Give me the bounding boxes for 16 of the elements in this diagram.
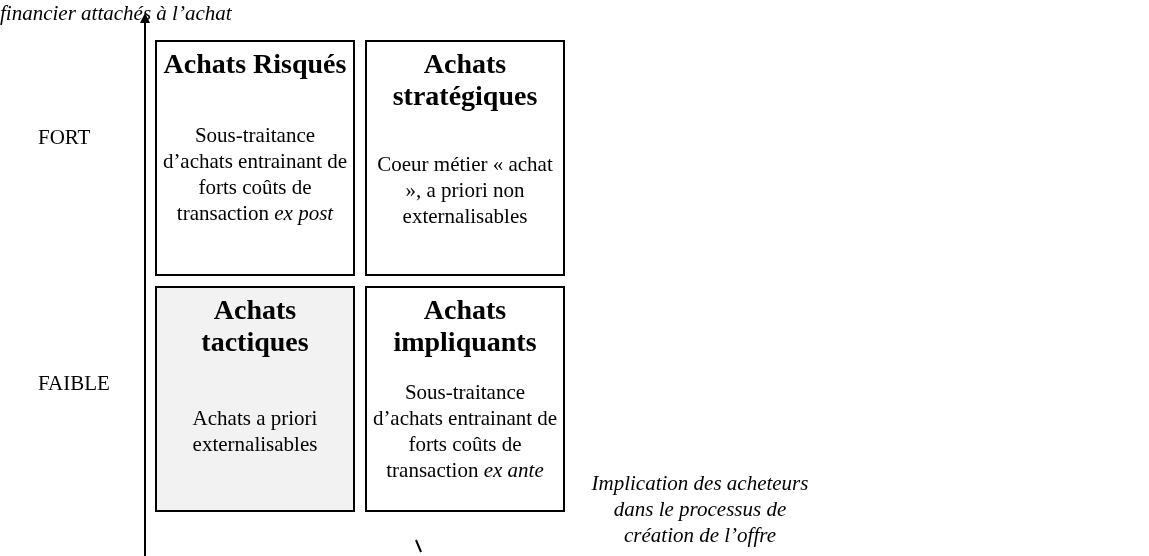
- quadrant-box: [155, 40, 355, 276]
- quadrant-title: Achats impliquants: [392, 294, 538, 358]
- quadrant-title: Achats stratégiques: [391, 48, 539, 112]
- quadrant-box: [155, 286, 355, 512]
- quadrant-description: Coeur métier « achat », a priori non externalisables: [376, 151, 554, 229]
- axis-level-label: FORT: [38, 124, 92, 150]
- axis-title: Implication des acheteurs dans le processus de création de l’offre: [590, 470, 810, 548]
- axis-title: financier attachés à l’achat: [0, 0, 233, 26]
- quadrant-title: Achats Risqués: [163, 48, 347, 80]
- axis-level-label: FAIBLE: [38, 370, 111, 396]
- quadrant-title: Achats tactiques: [200, 294, 310, 358]
- quadrant-box: [365, 286, 565, 512]
- quadrant-box: [365, 40, 565, 276]
- quadrant-description: Sous-traitance d’achats entrainant de forts coûts de transaction ex ante: [371, 379, 559, 483]
- quadrant-description: Sous-traitance d’achats entrainant de forts coûts de transaction ex post: [161, 122, 349, 226]
- quadrant-description: Achats a priori externalisables: [191, 405, 319, 457]
